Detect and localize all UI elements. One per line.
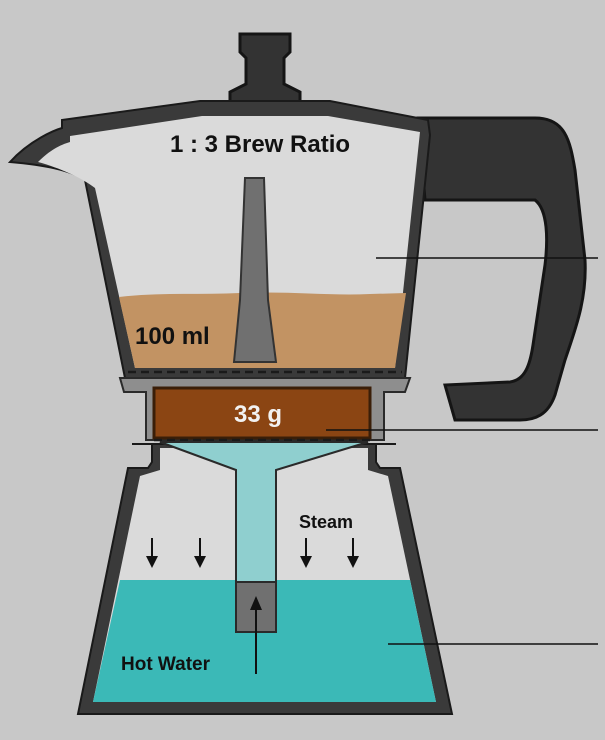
steam-arrow-1	[146, 538, 158, 568]
steam-label: Steam	[299, 512, 353, 532]
steam-arrow-4	[347, 538, 359, 568]
brew-ratio-label: 1 : 3 Brew Ratio	[170, 131, 350, 158]
steam-arrow-2	[194, 538, 206, 568]
grounds-mass-label: 33 g	[234, 401, 282, 428]
up-arrow-head	[250, 596, 262, 610]
center-post	[232, 177, 278, 363]
lid-knob	[228, 32, 302, 106]
coffee-volume-label: 100 ml	[135, 323, 210, 350]
handle	[416, 116, 587, 422]
steam-arrows	[146, 538, 359, 568]
hot-water-label: Hot Water	[121, 654, 211, 675]
steam-arrow-3	[300, 538, 312, 568]
water	[93, 580, 436, 702]
